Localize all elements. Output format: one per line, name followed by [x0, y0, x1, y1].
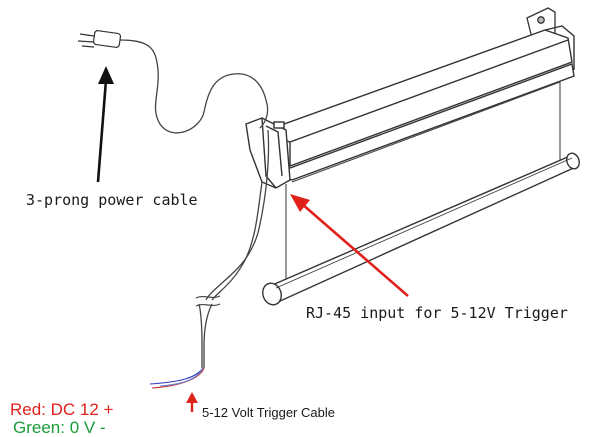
- red-wire-label: Red: DC 12 +: [10, 400, 114, 419]
- power-cord: [119, 39, 270, 301]
- wire-ends: [149, 367, 205, 389]
- power-cable-label: 3-prong power cable: [26, 191, 198, 209]
- screen-housing: [261, 25, 575, 181]
- rj45-arrow: [290, 194, 409, 297]
- bottom-weight-bar: [262, 152, 580, 306]
- screen-fabric: [285, 81, 561, 282]
- rj45-input-label: RJ-45 input for 5-12V Trigger: [306, 304, 568, 322]
- green-wire-label: Green: 0 V -: [13, 418, 106, 437]
- trigger-cable: [195, 181, 263, 368]
- power-cable-arrow: [96, 66, 114, 183]
- three-prong-plug-icon: [77, 30, 122, 48]
- trigger-cable-label: 5-12 Volt Trigger Cable: [202, 405, 335, 420]
- trigger-cable-arrow: [186, 392, 198, 412]
